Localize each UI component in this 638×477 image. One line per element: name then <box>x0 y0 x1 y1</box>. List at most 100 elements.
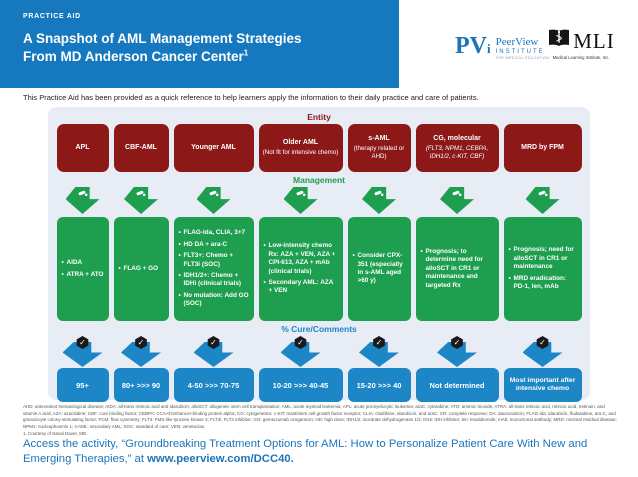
down-arrow-icon <box>124 187 158 214</box>
entity-box-apl: APL <box>56 124 109 172</box>
footer-cta-text: Access the activity, “Groundbreaking Tre… <box>23 438 588 466</box>
management-arrow <box>259 187 343 216</box>
footnotes: AHD: antecedent hematological disease; A… <box>23 404 617 438</box>
entity-title: CBF-AML <box>125 143 157 151</box>
page-title-line1: A Snapshot of AML Management Strategies <box>23 31 302 46</box>
pill-icon <box>296 190 305 197</box>
entity-box-cg-molecular: CG, molecular (FLT3, NPM1, CEBPA, IDH1/2… <box>415 124 499 172</box>
entity-subtitle: (FLT3, NPM1, CEBPA, IDH1/2, c-KIT, CBF) <box>425 145 489 160</box>
cure-arrow: ✓ <box>416 336 499 367</box>
cure-arrow: ✓ <box>348 336 411 367</box>
entity-subtitle: (therapy related or AHD) <box>353 145 405 160</box>
management-item: Secondary AML: AZA + VEN <box>264 279 339 296</box>
cure-section-label: % Cure/Comments <box>281 324 357 334</box>
checkmark-badge-icon: ✓ <box>294 336 307 349</box>
pill-icon <box>78 190 87 197</box>
peerview-logo-icon: PVi <box>455 33 491 59</box>
entity-box-s-aml: s-AML (therapy related or AHD) <box>347 124 411 172</box>
abbreviations-text: AHD: antecedent hematological disease; A… <box>23 404 617 429</box>
entity-box-younger-aml: Younger AML <box>173 124 254 172</box>
management-item: ATRA + ATO <box>62 271 105 279</box>
management-box-mrd-by-fpm: Prognosis; need for alloSCT in CR1 or ma… <box>503 217 582 321</box>
management-item: IDH1/2+: Chemo + IDHi (clinical trials) <box>179 272 250 289</box>
management-box-older-aml: Low-intensity chemo Rx: AZA + VEN, AZA +… <box>258 217 343 321</box>
management-item: Low-intensity chemo Rx: AZA + VEN, AZA +… <box>264 242 339 276</box>
peerview-logo-institute: INSTITUTE <box>495 49 545 55</box>
down-arrow-icon <box>283 187 318 214</box>
cure-arrow: ✓ <box>174 336 254 367</box>
peerview-logo-tagline: FOR MEDICAL EDUCATION <box>495 56 550 60</box>
entity-title: MRD by FPM <box>521 143 564 151</box>
page-title-line2: From MD Anderson Cancer Center <box>23 48 244 64</box>
title-footnote-marker: 1 <box>243 48 249 58</box>
entity-title: APL <box>75 143 90 151</box>
management-panel: Entity APL CBF-AML Younger AML Older AML… <box>48 107 590 402</box>
checkmark-badge-icon: ✓ <box>76 336 89 349</box>
cure-arrow-row: ✓ ✓ ✓ ✓ ✓ ✓ ✓ <box>48 336 590 367</box>
down-arrow-icon <box>362 187 396 214</box>
management-item: FLT3+: Chemo + FLT3i (SOC) <box>179 252 250 269</box>
management-box-s-aml: Consider CPX-351 (especially in s-AML ag… <box>347 217 411 321</box>
management-arrow <box>504 187 582 216</box>
entity-title: Older AML <box>282 139 319 147</box>
management-box-cbf-aml: FLAG + GO <box>113 217 169 321</box>
management-item: MRD eradication: PD-1, len, mAb <box>509 275 578 292</box>
management-section-label: Management <box>293 175 345 185</box>
page-title: A Snapshot of AML Management Strategies … <box>23 30 399 66</box>
cure-arrow: ✓ <box>114 336 169 367</box>
footer-url-link[interactable]: www.peerview.com/DCC40. <box>147 453 294 466</box>
management-item: No mutation: Add GO (SOC) <box>179 292 250 309</box>
management-arrow <box>416 187 499 216</box>
mli-logo: MLI Medical Learning Institute, Inc. <box>538 29 624 60</box>
cure-arrow: ✓ <box>259 336 343 367</box>
management-arrow <box>348 187 411 216</box>
mli-logo-caption: Medical Learning Institute, Inc. <box>552 55 610 60</box>
pill-icon <box>538 190 547 197</box>
checkmark-badge-icon: ✓ <box>135 336 147 349</box>
checkmark-badge-icon: ✓ <box>207 336 220 349</box>
entity-box-older-aml: Older AML (Not fit for intensive chemo) <box>258 124 343 172</box>
eyebrow-label: PRACTICE AID <box>23 13 81 20</box>
pill-icon <box>452 190 462 197</box>
management-item: AIDA <box>62 259 105 267</box>
management-item: Prognosis; need for alloSCT in CR1 or ma… <box>509 246 578 271</box>
pill-icon <box>374 190 384 197</box>
management-arrow <box>57 187 109 216</box>
cure-arrow: ✓ <box>504 336 582 367</box>
entity-section-label: Entity <box>307 112 331 122</box>
management-arrow <box>114 187 169 216</box>
management-arrow-row <box>48 187 590 216</box>
down-arrow-icon <box>440 187 474 214</box>
cure-box-older-aml: 10-20 >>> 40-45 <box>258 368 343 402</box>
entity-box-cbf-aml: CBF-AML <box>113 124 169 172</box>
entity-row: APL CBF-AML Younger AML Older AML (Not f… <box>48 124 590 172</box>
management-item: Prognosis; to determine need for alloSCT… <box>421 248 495 290</box>
entity-title: CG, molecular <box>433 135 481 143</box>
cure-box-s-aml: 15-20 >>> 40 <box>347 368 411 402</box>
management-box-cg-molecular: Prognosis; to determine need for alloSCT… <box>415 217 499 321</box>
pill-icon <box>136 190 146 197</box>
down-arrow-icon <box>196 187 231 214</box>
cure-box-apl: 95+ <box>56 368 109 402</box>
cure-arrow: ✓ <box>57 336 109 367</box>
checkmark-badge-icon: ✓ <box>451 336 463 349</box>
checkmark-badge-icon: ✓ <box>536 336 549 349</box>
intro-text: This Practice Aid has been provided as a… <box>23 93 479 102</box>
management-arrow <box>174 187 254 216</box>
peerview-logo: PVi PeerView INSTITUTE FOR MEDICAL EDUCA… <box>455 33 550 60</box>
header-banner: PRACTICE AID A Snapshot of AML Managemen… <box>0 0 399 88</box>
entity-subtitle: (Not fit for intensive chemo) <box>262 149 339 156</box>
peerview-logo-name: PeerView <box>495 36 539 48</box>
management-box-apl: AIDA ATRA + ATO <box>56 217 109 321</box>
entity-box-mrd-by-fpm: MRD by FPM <box>503 124 582 172</box>
management-item: HD DA + ara-C <box>179 241 250 249</box>
mli-book-caduceus-icon <box>547 29 571 54</box>
management-item: FLAG-ida, CLIA, 3+7 <box>179 229 250 237</box>
mli-logo-text: MLI <box>573 29 615 53</box>
management-item: FLAG + GO <box>119 265 165 273</box>
reference-text: 1. Courtesy of Naval Daver, MD. <box>23 431 88 437</box>
cure-row: 95+ 80+ >>> 90 4-50 >>> 70-75 10-20 >>> … <box>48 368 590 402</box>
cure-box-younger-aml: 4-50 >>> 70-75 <box>173 368 254 402</box>
management-item: Consider CPX-351 (especially in s-AML ag… <box>353 252 407 286</box>
